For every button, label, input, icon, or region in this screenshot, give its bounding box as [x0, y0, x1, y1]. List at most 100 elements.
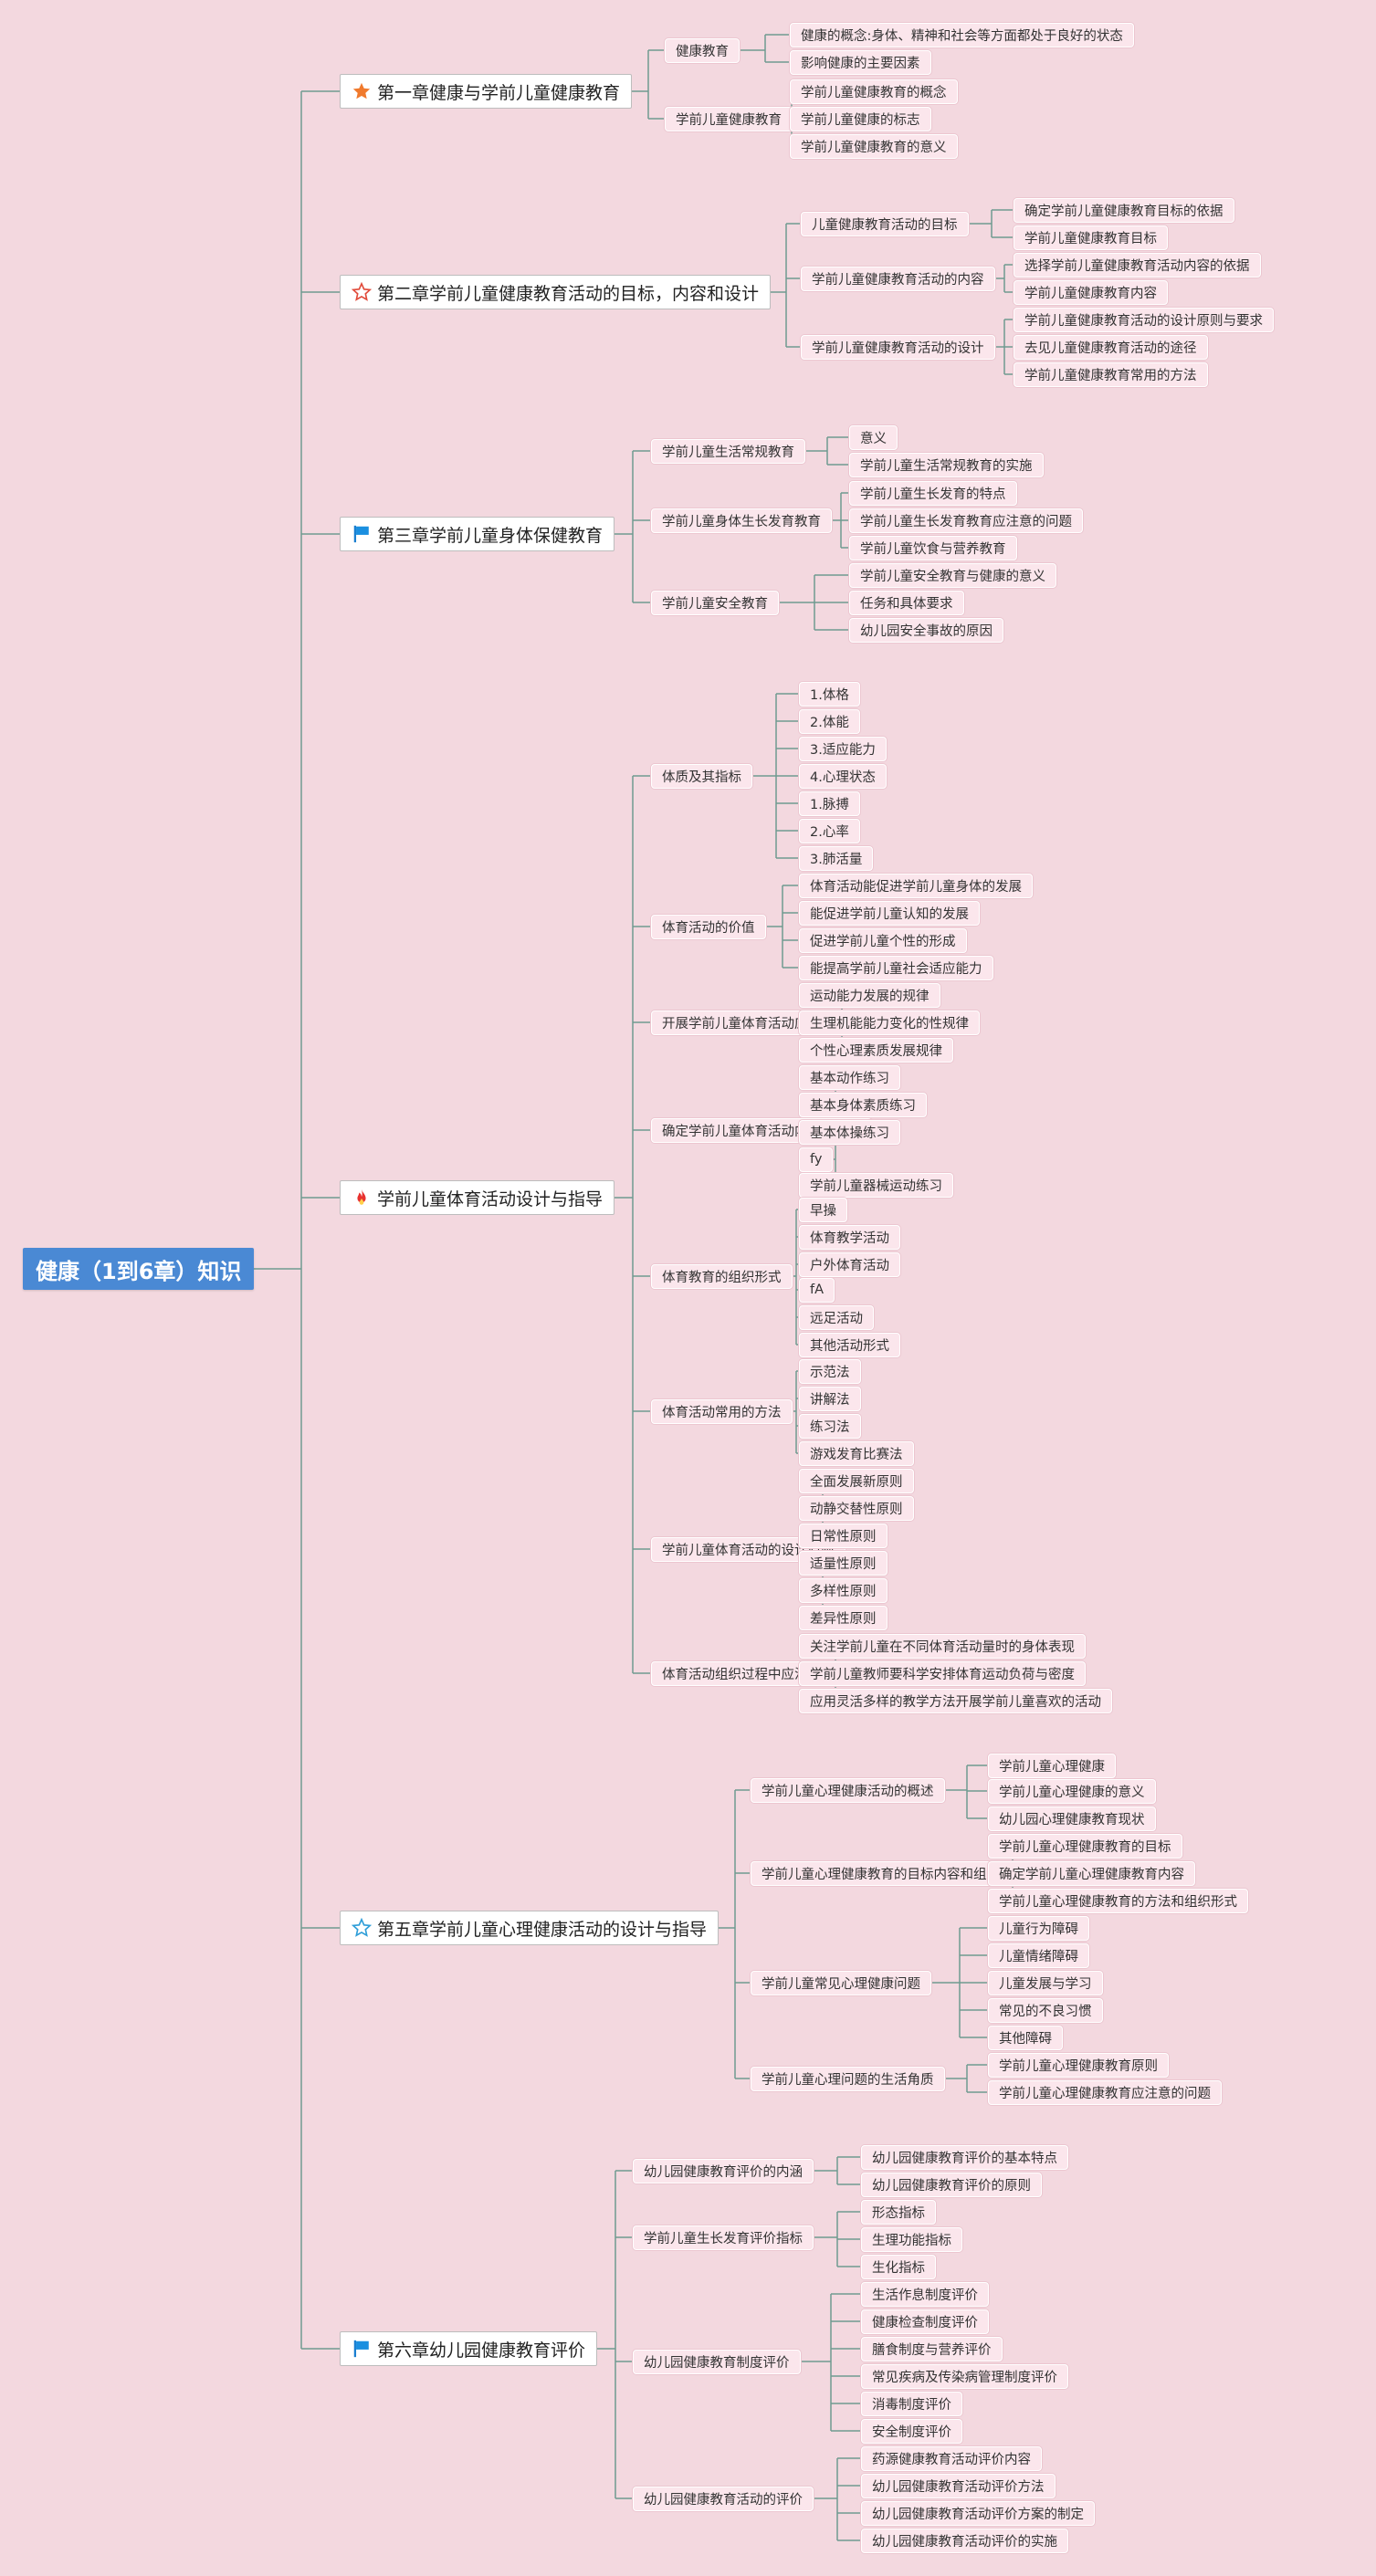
leaf-node[interactable]: 1.脉搏 [799, 791, 860, 816]
leaf-node[interactable]: 2.体能 [799, 708, 860, 734]
leaf-node[interactable]: 关注学前儿童在不同体育活动量时的身体表现 [799, 1633, 1086, 1659]
leaf-node[interactable]: 常见疾病及传染病管理制度评价 [861, 2363, 1068, 2389]
topic-node[interactable]: 学前儿童生活常规教育 [651, 438, 805, 464]
leaf-node[interactable]: 其他障碍 [988, 2025, 1063, 2050]
leaf-node[interactable]: 户外体育活动 [799, 1251, 900, 1277]
topic-node[interactable]: 学前儿童健康教育活动的设计 [801, 334, 995, 360]
leaf-node[interactable]: 促进学前儿童个性的形成 [799, 927, 967, 953]
leaf-node[interactable]: 个性心理素质发展规律 [799, 1037, 953, 1063]
leaf-node[interactable]: 全面发展新原则 [799, 1468, 914, 1493]
leaf-node[interactable]: 学前儿童心理健康 [988, 1753, 1116, 1778]
leaf-node[interactable]: 学前儿童健康教育的概念 [790, 79, 958, 104]
leaf-node[interactable]: 健康的概念:身体、精神和社会等方面都处于良好的状态 [790, 22, 1134, 47]
leaf-node[interactable]: 学前儿童心理健康教育应注意的问题 [988, 2079, 1222, 2105]
leaf-node[interactable]: 学前儿童心理健康教育的目标 [988, 1833, 1182, 1859]
leaf-node[interactable]: 动静交替性原则 [799, 1495, 914, 1521]
leaf-node[interactable]: 3.肺活量 [799, 845, 874, 871]
topic-node[interactable]: 幼儿园健康教育制度评价 [633, 2349, 801, 2374]
leaf-node[interactable]: 体育活动能促进学前儿童身体的发展 [799, 873, 1033, 898]
leaf-node[interactable]: 讲解法 [799, 1386, 861, 1411]
leaf-node[interactable]: 幼儿园心理健康教育现状 [988, 1806, 1156, 1831]
leaf-node[interactable]: fA [799, 1277, 835, 1303]
leaf-node[interactable]: 学前儿童健康教育内容 [1014, 279, 1168, 305]
leaf-node[interactable]: 学前儿童心理健康的意义 [988, 1778, 1156, 1804]
topic-node[interactable]: 学前儿童生长发育评价指标 [633, 2225, 814, 2250]
leaf-node[interactable]: 3.适应能力 [799, 736, 887, 761]
chapter-node-5[interactable]: 第五章学前儿童心理健康活动的设计与指导 [340, 1911, 720, 1945]
chapter-node-3[interactable]: 第三章学前儿童身体保健教育 [340, 517, 615, 551]
leaf-node[interactable]: 形态指标 [861, 2199, 936, 2225]
topic-node[interactable]: 体育活动的价值 [651, 914, 766, 939]
leaf-node[interactable]: 学前儿童健康教育常用的方法 [1014, 361, 1208, 387]
leaf-node[interactable]: 选择学前儿童健康教育活动内容的依据 [1014, 252, 1261, 277]
leaf-node[interactable]: 确定学前儿童心理健康教育内容 [988, 1860, 1195, 1886]
leaf-node[interactable]: 生理机能能力变化的性规律 [799, 1010, 980, 1035]
leaf-node[interactable]: 儿童发展与学习 [988, 1970, 1103, 1995]
leaf-node[interactable]: 基本动作练习 [799, 1064, 900, 1090]
leaf-node[interactable]: 幼儿园健康教育评价的原则 [861, 2172, 1042, 2197]
leaf-node[interactable]: 练习法 [799, 1413, 861, 1439]
leaf-node[interactable]: 学前儿童饮食与营养教育 [849, 535, 1017, 560]
leaf-node[interactable]: 示范法 [799, 1358, 861, 1384]
leaf-node[interactable]: 去见儿童健康教育活动的途径 [1014, 334, 1208, 360]
leaf-node[interactable]: 早操 [799, 1197, 847, 1222]
leaf-node[interactable]: 能提高学前儿童社会适应能力 [799, 955, 993, 980]
leaf-node[interactable]: 适量性原则 [799, 1550, 888, 1576]
leaf-node[interactable]: 差异性原则 [799, 1605, 888, 1630]
chapter-node-1[interactable]: 第一章健康与学前儿童健康教育 [340, 74, 633, 109]
leaf-node[interactable]: 4.心理状态 [799, 763, 887, 789]
leaf-node[interactable]: 儿童行为障碍 [988, 1915, 1089, 1941]
leaf-node[interactable]: 学前儿童安全教育与健康的意义 [849, 562, 1056, 588]
leaf-node[interactable]: 游戏发育比赛法 [799, 1440, 914, 1466]
leaf-node[interactable]: 学前儿童健康教育活动的设计原则与要求 [1014, 307, 1274, 332]
leaf-node[interactable]: 基本体操练习 [799, 1119, 900, 1145]
leaf-node[interactable]: 体育教学活动 [799, 1224, 900, 1250]
leaf-node[interactable]: 应用灵活多样的教学方法开展学前儿童喜欢的活动 [799, 1688, 1112, 1713]
chapter-node-4[interactable]: 学前儿童体育活动设计与指导 [340, 1180, 615, 1215]
leaf-node[interactable]: 其他活动形式 [799, 1332, 900, 1357]
leaf-node[interactable]: 消毒制度评价 [861, 2391, 962, 2416]
leaf-node[interactable]: 日常性原则 [799, 1523, 888, 1548]
leaf-node[interactable]: 学前儿童器械运动练习 [799, 1172, 953, 1198]
topic-node[interactable]: 健康教育 [665, 37, 740, 63]
leaf-node[interactable]: 基本身体素质练习 [799, 1092, 927, 1117]
leaf-node[interactable]: 生理功能指标 [861, 2226, 962, 2252]
leaf-node[interactable]: 学前儿童健康的标志 [790, 106, 931, 131]
leaf-node[interactable]: 学前儿童教师要科学安排体育运动负荷与密度 [799, 1660, 1086, 1686]
leaf-node[interactable]: 远足活动 [799, 1304, 874, 1330]
leaf-node[interactable]: 幼儿园健康教育活动评价方案的制定 [861, 2500, 1095, 2526]
leaf-node[interactable]: 幼儿园健康教育评价的基本特点 [861, 2144, 1068, 2170]
topic-node[interactable]: 学前儿童健康教育活动的内容 [801, 266, 995, 291]
topic-node[interactable]: 体育教育的组织形式 [651, 1263, 793, 1289]
leaf-node[interactable]: 膳食制度与营养评价 [861, 2336, 1003, 2361]
topic-node[interactable]: 学前儿童健康教育 [665, 106, 793, 131]
leaf-node[interactable]: 生活作息制度评价 [861, 2281, 989, 2307]
topic-node[interactable]: 幼儿园健康教育活动的评价 [633, 2486, 814, 2511]
leaf-node[interactable]: 幼儿园健康教育活动评价的实施 [861, 2528, 1068, 2553]
leaf-node[interactable]: 儿童情绪障碍 [988, 1942, 1089, 1968]
leaf-node[interactable]: 任务和具体要求 [849, 590, 964, 615]
leaf-node[interactable]: 运动能力发展的规律 [799, 982, 940, 1008]
leaf-node[interactable]: 学前儿童心理健康教育原则 [988, 2052, 1169, 2078]
leaf-node[interactable]: 学前儿童心理健康教育的方法和组织形式 [988, 1888, 1248, 1913]
leaf-node[interactable]: 意义 [849, 424, 898, 450]
leaf-node[interactable]: 幼儿园健康教育活动评价方法 [861, 2473, 1056, 2498]
topic-node[interactable]: 学前儿童心理健康活动的概述 [751, 1777, 945, 1803]
leaf-node[interactable]: 学前儿童健康教育的意义 [790, 133, 958, 159]
topic-node[interactable]: 学前儿童安全教育 [651, 590, 779, 615]
leaf-node[interactable]: 2.心率 [799, 818, 860, 843]
leaf-node[interactable]: 安全制度评价 [861, 2418, 962, 2444]
leaf-node[interactable]: 健康检查制度评价 [861, 2309, 989, 2334]
leaf-node[interactable]: 学前儿童生长发育教育应注意的问题 [849, 508, 1083, 533]
leaf-node[interactable]: 能促进学前儿童认知的发展 [799, 900, 980, 926]
leaf-node[interactable]: 学前儿童生活常规教育的实施 [849, 452, 1044, 477]
topic-node[interactable]: 学前儿童心理问题的生活角质 [751, 2066, 945, 2091]
leaf-node[interactable]: 多样性原则 [799, 1577, 888, 1603]
root-node[interactable]: 健康（1到6章）知识 [23, 1248, 255, 1290]
topic-node[interactable]: 体育活动常用的方法 [651, 1398, 793, 1424]
topic-node[interactable]: 学前儿童常见心理健康问题 [751, 1970, 931, 1995]
leaf-node[interactable]: 确定学前儿童健康教育目标的依据 [1014, 197, 1234, 223]
topic-node[interactable]: 幼儿园健康教育评价的内涵 [633, 2158, 814, 2183]
leaf-node[interactable]: 生化指标 [861, 2254, 936, 2279]
leaf-node[interactable]: 幼儿园安全事故的原因 [849, 617, 1003, 643]
